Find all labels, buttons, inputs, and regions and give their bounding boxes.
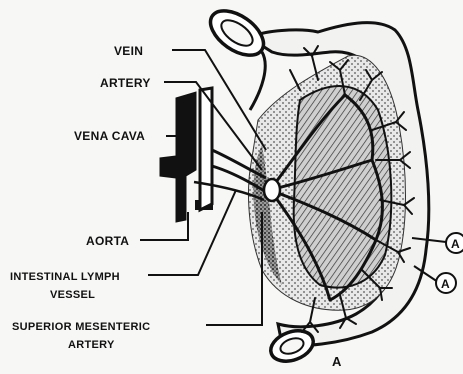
label-vein: VEIN: [114, 44, 143, 58]
label-superior-mesenteric-line2: ARTERY: [68, 339, 115, 351]
label-intestinal-lymph-line1: INTESTINAL LYMPH: [10, 271, 120, 283]
label-artery: ARTERY: [100, 76, 151, 90]
callout-label-lower: A: [441, 277, 450, 291]
label-vena-cava: VENA CAVA: [74, 129, 145, 143]
callout-label-upper: A: [451, 237, 460, 251]
label-aorta: AORTA: [86, 234, 129, 248]
label-intestinal-lymph-line2: VESSEL: [50, 289, 95, 301]
label-superior-mesenteric-line1: SUPERIOR MESENTERIC: [12, 321, 150, 333]
figure-letter: A: [332, 354, 342, 369]
